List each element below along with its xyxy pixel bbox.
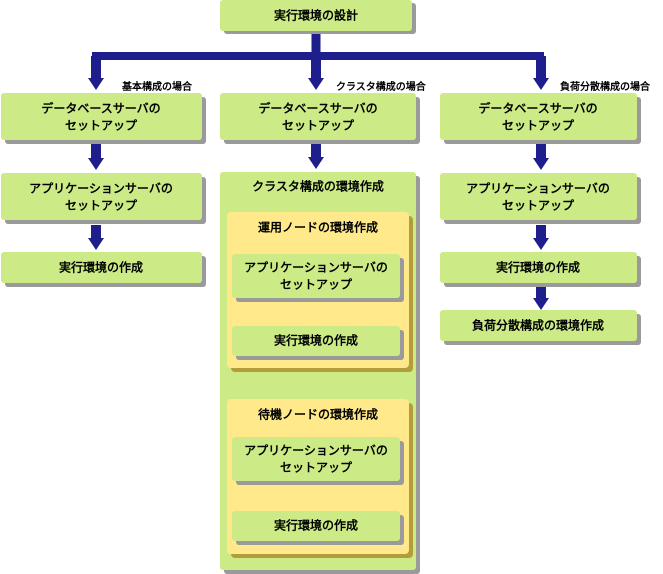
lb-env-box: 負荷分散構成の環境作成 bbox=[440, 310, 641, 345]
basic-create-env-label: 実行環境の作成 bbox=[59, 260, 143, 275]
basic-db-setup-line1: データベースサーバの bbox=[41, 101, 160, 116]
active-node-panel: 運用ノードの環境作成 アプリケーションサーバの セットアップ 実行環境の作成 bbox=[227, 212, 413, 372]
lb-app-setup-box: アプリケーションサーバの セットアップ bbox=[440, 173, 641, 224]
cluster-db-setup-box: データベースサーバの セットアップ bbox=[220, 93, 420, 144]
branch-label-cluster: クラスタ構成の場合 bbox=[336, 80, 427, 93]
standby-create-env-box: 実行環境の作成 bbox=[232, 511, 404, 545]
basic-app-setup-box: アプリケーションサーバの セットアップ bbox=[1, 173, 206, 224]
lb-env-label: 負荷分散構成の環境作成 bbox=[472, 318, 604, 333]
active-node-title: 運用ノードの環境作成 bbox=[258, 220, 378, 235]
top-design-title: 実行環境の設計 bbox=[274, 8, 358, 23]
standby-create-env-label: 実行環境の作成 bbox=[274, 518, 358, 533]
lb-db-setup-line2: セットアップ bbox=[502, 118, 575, 133]
basic-db-setup-box: データベースサーバの セットアップ bbox=[1, 93, 206, 144]
standby-node-title: 待機ノードの環境作成 bbox=[258, 407, 378, 422]
cluster-db-setup-line2: セットアップ bbox=[282, 118, 355, 133]
lb-db-setup-line1: データベースサーバの bbox=[478, 101, 597, 116]
basic-db-setup-line2: セットアップ bbox=[65, 118, 138, 133]
cluster-env-panel: クラスタ構成の環境作成 運用ノードの環境作成 アプリケーションサーバの セットア… bbox=[220, 172, 420, 574]
standby-app-setup-line2: セットアップ bbox=[280, 460, 353, 475]
basic-app-setup-line2: セットアップ bbox=[65, 198, 138, 213]
top-design-box: 実行環境の設計 bbox=[220, 0, 416, 34]
active-app-setup-line1: アプリケーションサーバの bbox=[244, 260, 388, 275]
active-create-env-box: 実行環境の作成 bbox=[232, 326, 404, 360]
branch-label-loadbalance: 負荷分散構成の場合 bbox=[560, 80, 651, 93]
active-create-env-label: 実行環境の作成 bbox=[274, 333, 358, 348]
lb-db-setup-box: データベースサーバの セットアップ bbox=[440, 93, 641, 144]
lb-app-setup-line2: セットアップ bbox=[502, 198, 575, 213]
lb-create-env-box: 実行環境の作成 bbox=[440, 252, 641, 287]
cluster-db-setup-line1: データベースサーバの bbox=[258, 101, 377, 116]
basic-create-env-box: 実行環境の作成 bbox=[1, 252, 206, 287]
cluster-env-panel-title: クラスタ構成の環境作成 bbox=[252, 179, 384, 194]
branch-label-basic: 基本構成の場合 bbox=[121, 80, 193, 93]
lb-app-setup-line1: アプリケーションサーバの bbox=[466, 181, 610, 196]
lb-create-env-label: 実行環境の作成 bbox=[496, 260, 580, 275]
active-app-setup-box: アプリケーションサーバの セットアップ bbox=[232, 254, 404, 302]
basic-app-setup-line1: アプリケーションサーバの bbox=[29, 181, 173, 196]
standby-app-setup-line1: アプリケーションサーバの bbox=[244, 443, 388, 458]
standby-node-panel: 待機ノードの環境作成 アプリケーションサーバの セットアップ 実行環境の作成 bbox=[227, 399, 413, 558]
active-app-setup-line2: セットアップ bbox=[280, 277, 353, 292]
standby-app-setup-box: アプリケーションサーバの セットアップ bbox=[232, 437, 404, 485]
